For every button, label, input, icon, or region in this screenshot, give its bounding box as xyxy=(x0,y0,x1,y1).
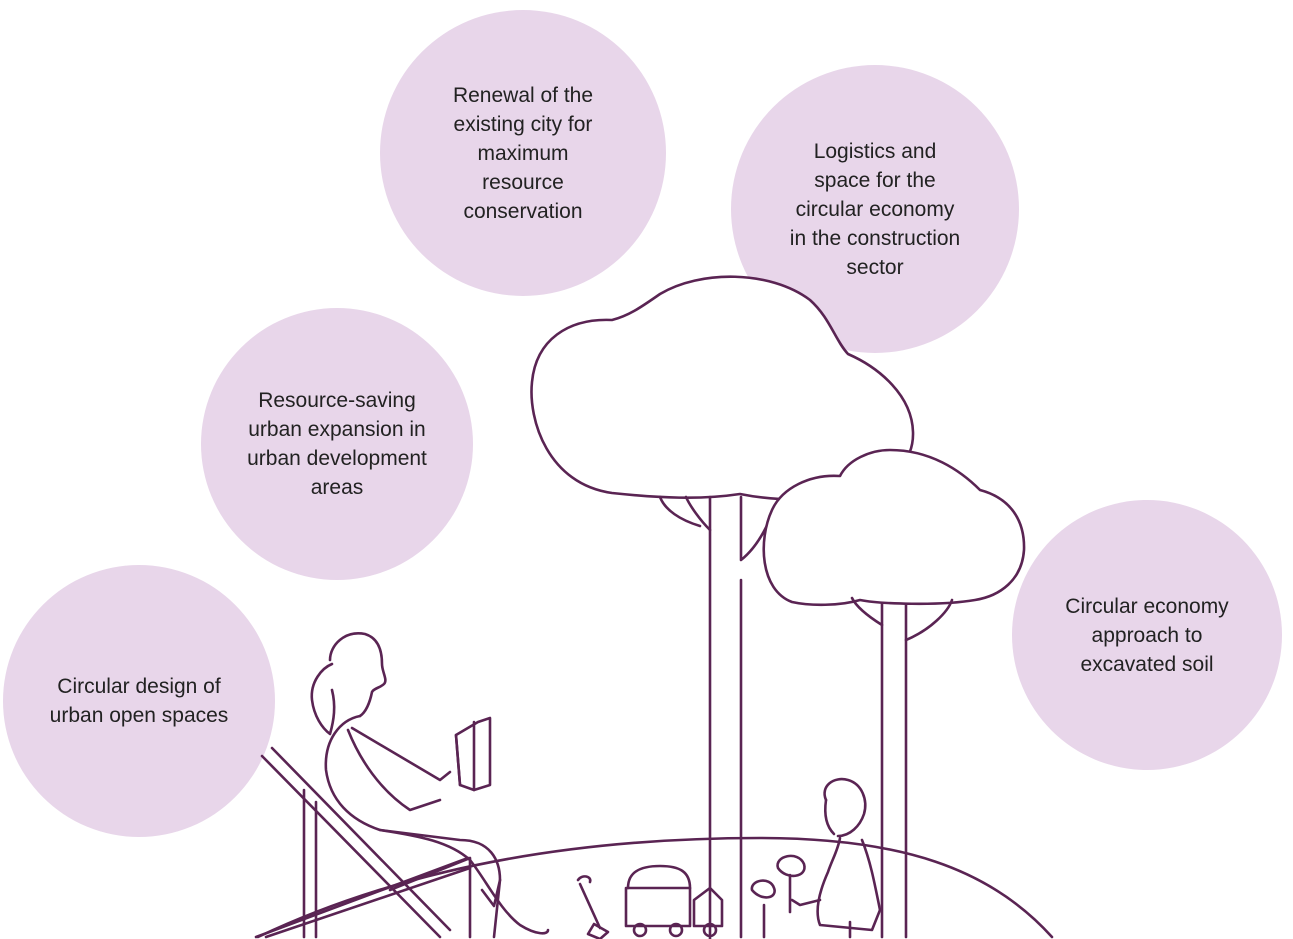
bubble-logistics-label: Logistics and space for the circular eco… xyxy=(789,139,961,279)
bubble-renewal-existing-city: Renewal of the existing city for maximum… xyxy=(380,10,666,296)
bubble-resource-saving-expansion: Resource-saving urban expansion in urban… xyxy=(201,308,473,580)
crouching-boy xyxy=(790,777,882,939)
toy-truck xyxy=(624,864,724,938)
bubble-soil-label: Circular economy approach to excavated s… xyxy=(1065,594,1229,676)
bubble-open-spaces-label: Circular design of urban open spaces xyxy=(49,675,229,727)
bubble-urban-open-spaces: Circular design of urban open spaces xyxy=(3,565,275,837)
bubble-expansion-label: Resource-saving urban expansion in urban… xyxy=(247,389,427,499)
deck-chair xyxy=(254,746,472,939)
bubble-renewal-label: Renewal of the existing city for maximum… xyxy=(452,83,594,223)
small-tree xyxy=(762,448,1026,939)
seedlings xyxy=(750,854,806,939)
bubble-excavated-soil: Circular economy approach to excavated s… xyxy=(1012,500,1282,770)
reading-woman xyxy=(310,632,550,939)
toy-shovel xyxy=(576,875,610,939)
